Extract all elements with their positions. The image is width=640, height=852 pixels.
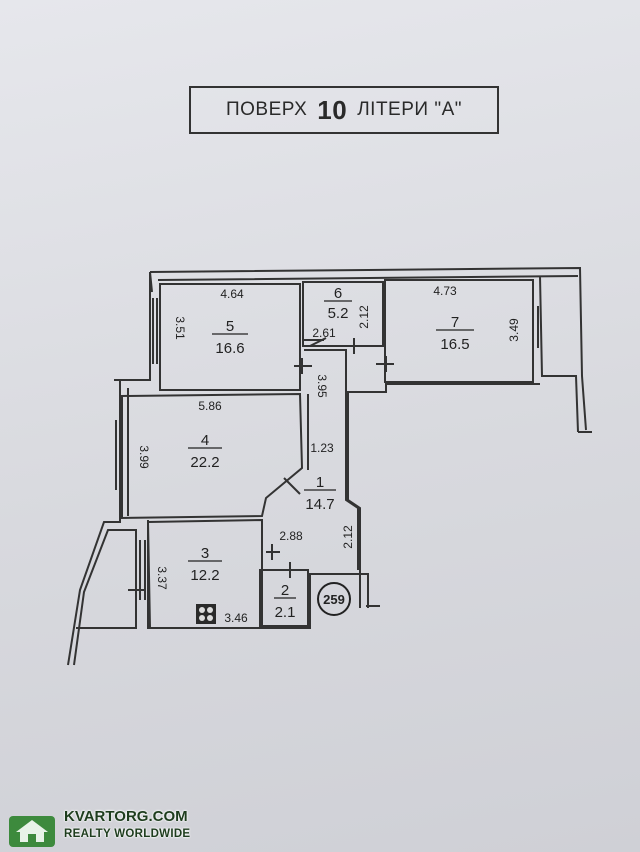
- floor-title: ПОВЕРХ 10 ЛІТЕРИ "А": [189, 86, 499, 134]
- apartment-number: 259: [323, 592, 345, 607]
- dim-room-7-width: 4.73: [433, 284, 457, 298]
- room-3-number: 3: [201, 545, 209, 562]
- room-4-area: 22.2: [190, 454, 219, 471]
- watermark-tagline: REALTY WORLDWIDE: [64, 828, 191, 840]
- dim-room-6-depth: 2.12: [357, 305, 371, 329]
- dim-room-6-width: 2.61: [312, 326, 336, 340]
- room-4-walls: [121, 392, 304, 520]
- room-4-number: 4: [201, 432, 209, 449]
- room-3-walls: [147, 518, 263, 629]
- room-7-area: 16.5: [440, 336, 469, 353]
- room-2-area: 2.1: [275, 604, 296, 621]
- room-2-number: 2: [281, 582, 289, 599]
- hall-diagonal: [283, 477, 301, 495]
- room-6-number: 6: [334, 285, 342, 302]
- room-1-area: 14.7: [305, 496, 334, 513]
- corridor-walls: [304, 349, 359, 570]
- title-floor-number: 10: [317, 94, 348, 125]
- window-room-4: [115, 420, 123, 490]
- room-6-area: 5.2: [328, 305, 349, 322]
- watermark-logo: KVARTORG.COM REALTY WORLDWIDE: [8, 806, 190, 848]
- outer-wall: [67, 266, 587, 666]
- dim-room-7-depth: 3.49: [507, 318, 521, 342]
- room-3-area: 12.2: [190, 567, 219, 584]
- room-5-area: 16.6: [215, 340, 244, 357]
- dim-hall-length: 2.12: [341, 525, 355, 549]
- dim-room-5-depth: 3.51: [173, 316, 187, 340]
- room-5-walls: [159, 283, 301, 391]
- dim-room-3-width: 3.46: [224, 611, 248, 625]
- dim-room-3-depth: 3.37: [155, 566, 169, 590]
- room-7-number: 7: [451, 314, 459, 331]
- window-room-5: [152, 298, 158, 364]
- walls: [67, 266, 592, 666]
- window-room-7: [532, 306, 539, 348]
- outer-wall-inner: [73, 275, 579, 666]
- house-icon: [9, 816, 55, 847]
- title-prefix: ПОВЕРХ: [226, 99, 308, 120]
- dim-room-5-width: 4.64: [220, 287, 244, 301]
- dim-room-4-width: 5.86: [198, 399, 222, 413]
- room-1-number: 1: [316, 474, 324, 491]
- stove-icon: [196, 604, 216, 624]
- dim-corridor-width: 1.23: [310, 441, 334, 455]
- title-suffix: ЛІТЕРИ "А": [357, 99, 462, 120]
- dim-room-4-depth: 3.99: [137, 445, 151, 469]
- apartment-number-badge: 259: [317, 582, 351, 616]
- dim-hall-width: 2.88: [279, 529, 303, 543]
- dim-corridor-length: 3.95: [315, 374, 329, 398]
- room-5-number: 5: [226, 318, 234, 335]
- door-marks: [128, 337, 592, 607]
- watermark-name: KVARTORG.COM: [64, 808, 188, 825]
